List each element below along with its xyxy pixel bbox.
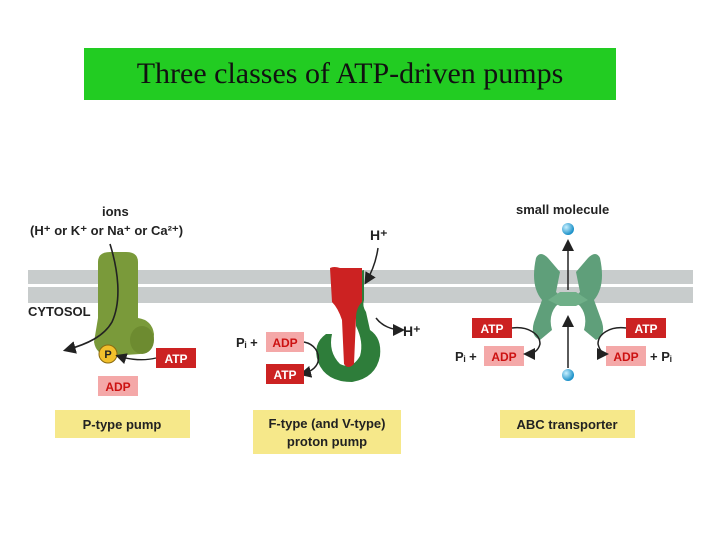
p-type-caption: P-type pump (83, 417, 162, 432)
abc-adp-right-box (606, 346, 646, 366)
abc-adp-left-box (484, 346, 524, 366)
f-type-green-subunit (316, 270, 381, 382)
phosphate-label: P (104, 349, 111, 361)
abc-caption: ABC transporter (516, 417, 617, 432)
abc-right-half (572, 254, 604, 340)
f-type-pi-label: Pᵢ + (236, 335, 258, 350)
p-type-atp-arrow (115, 353, 157, 364)
abc-transporter-group: small molecule ATP Pᵢ + ADP ATP ADP + Pᵢ… (455, 202, 672, 438)
p-type-caption-box (55, 410, 190, 438)
f-type-caption-line1: F-type (and V-type) (268, 416, 385, 431)
p-type-atp-label: ATP (164, 352, 187, 366)
abc-caption-box (500, 410, 635, 438)
abc-atp-left-box (472, 318, 512, 338)
abc-atp-right-box (626, 318, 666, 338)
abc-adp-left-label: ADP (491, 350, 516, 364)
small-molecule-top-icon (562, 223, 574, 235)
f-type-caption-line2: proton pump (287, 434, 367, 449)
title-banner: Three classes of ATP-driven pumps (84, 48, 616, 100)
small-molecule-bottom-icon (562, 369, 574, 381)
p-type-ion-arrow (62, 243, 119, 354)
abc-center-cavity (548, 292, 588, 306)
abc-left-half (532, 254, 564, 340)
small-molecule-label: small molecule (516, 202, 609, 217)
cytosol-label: CYTOSOL (28, 304, 91, 319)
slide-title: Three classes of ATP-driven pumps (136, 57, 564, 90)
f-type-h-in-arrow (364, 247, 379, 285)
abc-right-hydrolysis-arrow (596, 326, 627, 360)
abc-atp-right-label: ATP (634, 322, 657, 336)
p-type-pump-group: ions (H⁺ or K⁺ or Na⁺ or Ca²⁺) CYTOSOL P… (28, 204, 196, 438)
f-type-h-top-label: H⁺ (370, 227, 388, 243)
ions-label: ions (102, 204, 129, 219)
p-type-protein-lobe (130, 326, 154, 354)
p-type-atp-box (156, 348, 196, 368)
p-type-adp-box (98, 376, 138, 396)
abc-pi-left-label: Pᵢ + (455, 349, 477, 364)
f-type-adp-box (266, 332, 304, 352)
ions-detail-label: (H⁺ or K⁺ or Na⁺ or Ca²⁺) (30, 223, 183, 238)
f-type-h-out-arrow (375, 317, 405, 336)
abc-pi-right-label: + Pᵢ (650, 349, 672, 364)
f-type-atp-box (266, 364, 304, 384)
abc-left-hydrolysis-arrow (511, 326, 541, 360)
abc-atp-left-label: ATP (480, 322, 503, 336)
f-type-red-subunit (330, 267, 362, 367)
abc-adp-right-label: ADP (613, 350, 638, 364)
f-type-h-right-label: H⁺ (403, 323, 421, 339)
f-type-synthesis-arrow (299, 341, 320, 378)
f-type-caption-box (253, 410, 401, 454)
p-type-adp-label: ADP (105, 380, 130, 394)
f-type-pump-group: H⁺ H⁺ Pᵢ + ADP ATP F-type (and V-type) p… (236, 227, 421, 454)
f-type-adp-label: ADP (272, 336, 297, 350)
f-type-atp-label: ATP (273, 368, 296, 382)
